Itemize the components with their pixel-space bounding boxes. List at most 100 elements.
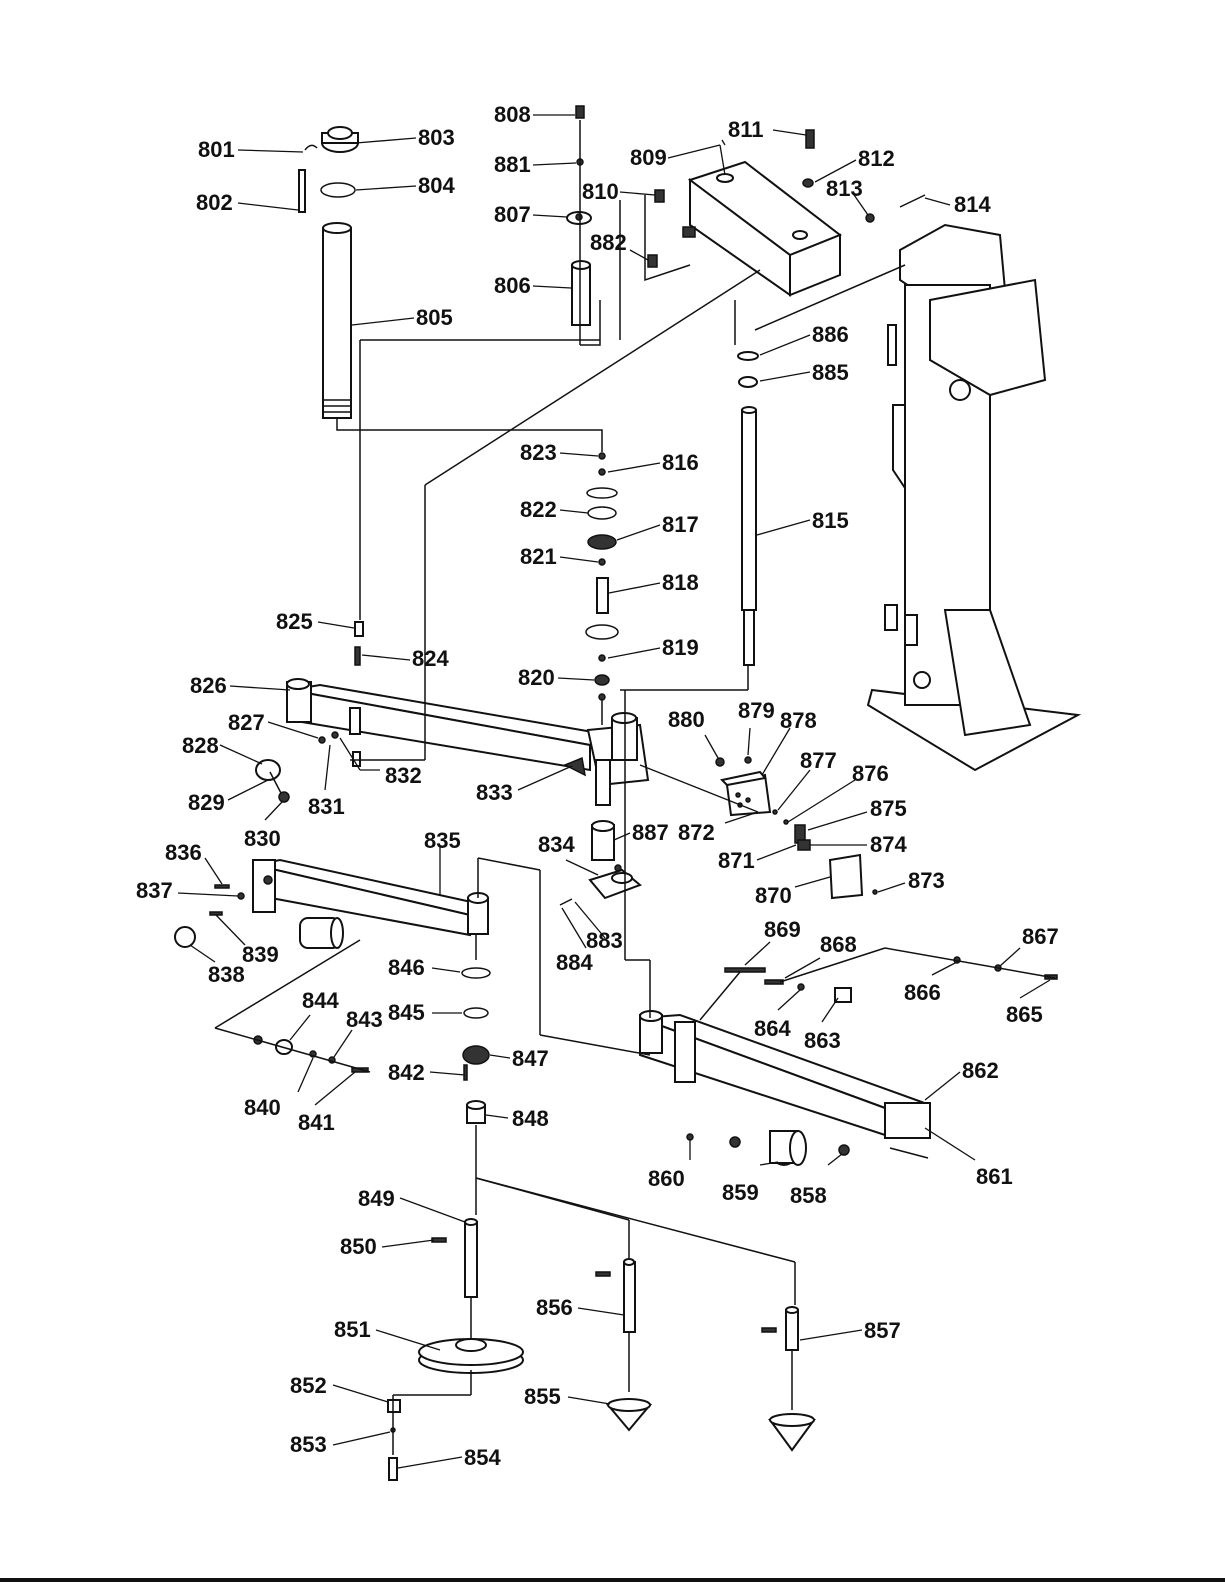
label-823: 823 [520,440,557,465]
lower-hub [559,820,642,906]
label-857: 857 [864,1318,901,1343]
label-885: 885 [812,360,849,385]
label-847: 847 [512,1046,549,1071]
label-881-top: 881 [494,152,531,177]
label-801: 801 [198,137,235,162]
spindle-assembly [737,351,759,666]
label-809: 809 [630,145,667,170]
label-818: 818 [662,570,699,595]
label-845: 845 [388,1000,425,1025]
label-848: 848 [512,1106,549,1131]
label-862: 862 [962,1058,999,1083]
label-874: 874 [870,832,907,857]
label-856: 856 [536,1295,573,1320]
label-854: 854 [464,1445,501,1470]
label-834: 834 [538,832,575,857]
label-855: 855 [524,1384,561,1409]
leader-lines [177,114,1051,1469]
label-803: 803 [418,125,455,150]
label-830: 830 [244,826,281,851]
label-875: 875 [870,796,907,821]
label-872: 872 [678,820,715,845]
label-880-upper: 880 [668,707,705,732]
label-812: 812 [858,146,895,171]
label-878: 878 [780,708,817,733]
top-fasteners [647,129,926,268]
label-886: 886 [812,322,849,347]
label-859: 859 [722,1180,759,1205]
label-876: 876 [852,761,889,786]
label-815: 815 [812,508,849,533]
assembly-lines [214,120,1056,1455]
label-866: 866 [904,980,941,1005]
label-822: 822 [520,497,557,522]
label-869: 869 [764,917,801,942]
label-867: 867 [1022,924,1059,949]
bottom-border-line [0,1578,1225,1582]
label-868: 868 [820,932,857,957]
part-drawings [174,105,1082,1481]
label-835: 835 [424,828,461,853]
top-bracket [682,160,843,297]
label-864: 864 [754,1016,791,1041]
label-816: 816 [662,450,699,475]
label-821: 821 [520,544,557,569]
lock-handle [255,731,339,803]
lower-arm-fasteners [724,956,1058,1003]
label-831: 831 [308,794,345,819]
part-labels: 801 802 803 804 805 806 807 808 881 809 … [136,102,1059,1470]
label-884: 884 [556,950,593,975]
label-887: 887 [632,820,669,845]
label-824: 824 [412,646,449,671]
upper-arm [286,621,650,806]
label-877: 877 [800,748,837,773]
label-851: 851 [334,1317,371,1342]
label-883: 883 [586,928,623,953]
label-846: 846 [388,955,425,980]
label-858: 858 [790,1183,827,1208]
label-853: 853 [290,1432,327,1457]
label-839: 839 [242,942,279,967]
label-849: 849 [358,1186,395,1211]
tower-column [866,223,1082,772]
label-865: 865 [1006,1002,1043,1027]
label-814: 814 [954,192,991,217]
label-829: 829 [188,790,225,815]
label-843: 843 [346,1007,383,1032]
center-stack [585,452,619,701]
gauge-block [715,756,878,900]
label-840: 840 [244,1095,281,1120]
label-844: 844 [302,988,339,1013]
column-top-parts [298,105,592,419]
label-838: 838 [208,962,245,987]
label-841: 841 [298,1110,335,1135]
cone-tools [595,1258,816,1452]
label-805: 805 [416,305,453,330]
label-802: 802 [196,190,233,215]
label-806: 806 [494,273,531,298]
label-842: 842 [388,1060,425,1085]
label-804: 804 [418,173,455,198]
label-807: 807 [494,202,531,227]
label-813: 813 [826,176,863,201]
label-863: 863 [804,1028,841,1053]
label-870: 870 [755,883,792,908]
label-873: 873 [908,868,945,893]
label-837: 837 [136,878,173,903]
label-819: 819 [662,635,699,660]
label-882: 882 [590,230,627,255]
middle-stack [253,967,491,1124]
label-820: 820 [518,665,555,690]
disc-tool [387,1218,524,1481]
lower-arm [639,1010,931,1166]
label-811: 811 [728,117,764,142]
label-832: 832 [385,763,422,788]
label-879: 879 [738,698,775,723]
label-826: 826 [190,673,227,698]
label-833: 833 [476,780,513,805]
label-817: 817 [662,512,699,537]
label-871: 871 [718,848,755,873]
label-810: 810 [582,179,619,204]
label-861: 861 [976,1164,1013,1189]
